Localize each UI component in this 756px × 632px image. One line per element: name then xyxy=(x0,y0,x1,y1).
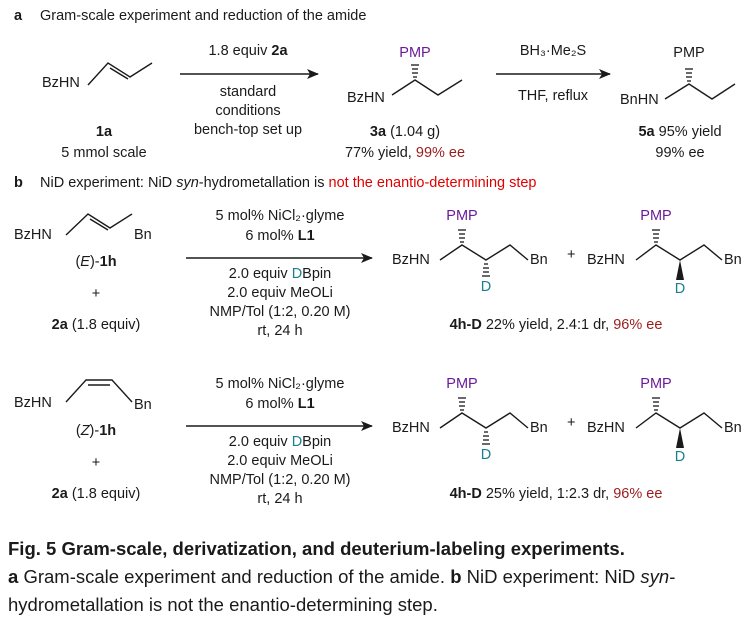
step1-condition-2: conditions xyxy=(215,103,281,119)
row1-cond-base: 2.0 equiv MeOLi xyxy=(227,285,333,301)
row1-prod-b-pmp: PMP xyxy=(640,208,672,224)
caption-title: Fig. 5 Gram-scale, derivatization, and d… xyxy=(8,538,625,559)
row2-cond-ligand: 6 mol% L1 xyxy=(245,396,315,412)
product-5a-pmp: PMP xyxy=(673,45,705,61)
row1-prod-b-left: BzHN xyxy=(587,252,625,268)
bond-z-1h xyxy=(65,379,133,403)
bond-e-1h xyxy=(65,213,133,236)
bond-4h-d-a xyxy=(439,244,529,261)
step1-condition-1: standard xyxy=(219,84,277,100)
row2-result: 4h-D 25% yield, 1:2.3 dr, 96% ee xyxy=(449,486,663,502)
row2-cond-deuterium: 2.0 equiv DBpin xyxy=(228,434,332,450)
row2-prod-b-left: BzHN xyxy=(587,420,625,436)
row2-prod-b-d: D xyxy=(674,449,686,465)
bond-4h-d-c xyxy=(439,412,529,429)
part-a-heading: Gram-scale experiment and reduction of t… xyxy=(40,8,367,24)
hashed-wedge-row1-a-up xyxy=(458,229,466,243)
row2-prod-a-d: D xyxy=(480,447,492,463)
hashed-wedge-3a xyxy=(411,64,419,78)
product-5a-id: 5a 95% yield xyxy=(638,124,722,140)
step2-reagent: BH₃·Me₂S xyxy=(519,43,587,59)
product-5a-label: BnHN xyxy=(620,92,659,108)
row2-cond-base: 2.0 equiv MeOLi xyxy=(227,453,333,469)
product-3a-label: BzHN xyxy=(347,90,385,106)
row1-result: 4h-D 22% yield, 2.4:1 dr, 96% ee xyxy=(449,317,663,333)
hashed-wedge-row1-b-up xyxy=(652,229,660,243)
row1-plus: + xyxy=(91,286,101,302)
product-3a-pmp: PMP xyxy=(399,45,431,61)
row2-cond-solvent: NMP/Tol (1:2, 0.20 M) xyxy=(209,472,351,488)
hashed-wedge-5a xyxy=(685,68,693,82)
hashed-wedge-row2-b-up xyxy=(652,397,660,411)
bond-3a xyxy=(391,79,463,96)
row2-prod-plus: + xyxy=(567,415,576,431)
row1-substrate-left: BzHN xyxy=(14,227,52,243)
row2-cond-time: rt, 24 h xyxy=(257,491,303,507)
bold-wedge-row2-b xyxy=(676,428,684,448)
row2-prod-a-left: BzHN xyxy=(392,420,430,436)
part-b-heading: NiD experiment: NiD syn-hydrometallation… xyxy=(40,175,537,191)
row1-partner: 2a (1.8 equiv) xyxy=(51,317,141,333)
row1-prod-b-right: Bn xyxy=(724,252,742,268)
scale-note: 5 mmol scale xyxy=(61,145,147,161)
row2-substrate-left: BzHN xyxy=(14,395,52,411)
compound-id-1a: 1a xyxy=(95,124,113,140)
row2-partner: 2a (1.8 equiv) xyxy=(51,486,141,502)
row1-cond-catalyst: 5 mol% NiCl₂·glyme xyxy=(215,208,345,224)
bond-1a xyxy=(87,62,153,86)
hashed-wedge-row2-a-down xyxy=(482,431,490,445)
product-3a-id: 3a (1.04 g) xyxy=(369,124,441,140)
row1-prod-a-pmp: PMP xyxy=(446,208,478,224)
product-3a-yield: 77% yield, 99% ee xyxy=(344,145,466,161)
bond-4h-d-b xyxy=(635,244,723,261)
part-b-letter: b xyxy=(14,175,23,191)
product-5a-ee: 99% ee xyxy=(655,145,705,161)
row2-plus: + xyxy=(91,455,101,471)
substrate-1a-label: BzHN xyxy=(42,75,80,91)
step2-condition: THF, reflux xyxy=(517,88,589,104)
row1-substrate-right: Bn xyxy=(134,227,152,243)
row2-cond-catalyst: 5 mol% NiCl₂·glyme xyxy=(215,376,345,392)
bond-5a xyxy=(664,83,736,100)
step1-reagent: 1.8 equiv 2a xyxy=(208,43,288,59)
row1-cond-time: rt, 24 h xyxy=(257,323,303,339)
row2-substrate-right: Bn xyxy=(134,397,152,413)
row1-cond-deuterium: 2.0 equiv DBpin xyxy=(228,266,332,282)
row1-prod-a-left: BzHN xyxy=(392,252,430,268)
row1-prod-a-d: D xyxy=(480,279,492,295)
row1-prod-a-right: Bn xyxy=(530,252,548,268)
row1-cond-ligand: 6 mol% L1 xyxy=(245,228,315,244)
row1-prod-plus: + xyxy=(567,247,576,263)
row2-substrate-id: (Z)-1h xyxy=(75,423,117,439)
caption-body: a Gram-scale experiment and reduction of… xyxy=(8,566,676,615)
row1-cond-solvent: NMP/Tol (1:2, 0.20 M) xyxy=(209,304,351,320)
row2-prod-a-pmp: PMP xyxy=(446,376,478,392)
row1-prod-b-d: D xyxy=(674,281,686,297)
row2-prod-b-pmp: PMP xyxy=(640,376,672,392)
figure-caption: Fig. 5 Gram-scale, derivatization, and d… xyxy=(8,535,750,619)
hashed-wedge-row1-a-down xyxy=(482,263,490,277)
hashed-wedge-row2-a-up xyxy=(458,397,466,411)
bold-wedge-row1-b xyxy=(676,260,684,280)
step1-condition-3: bench-top set up xyxy=(193,122,303,138)
row1-substrate-id: (E)-1h xyxy=(75,254,117,270)
row2-prod-a-right: Bn xyxy=(530,420,548,436)
row2-prod-b-right: Bn xyxy=(724,420,742,436)
bond-4h-d-d xyxy=(635,412,723,429)
part-a-letter: a xyxy=(14,8,23,24)
